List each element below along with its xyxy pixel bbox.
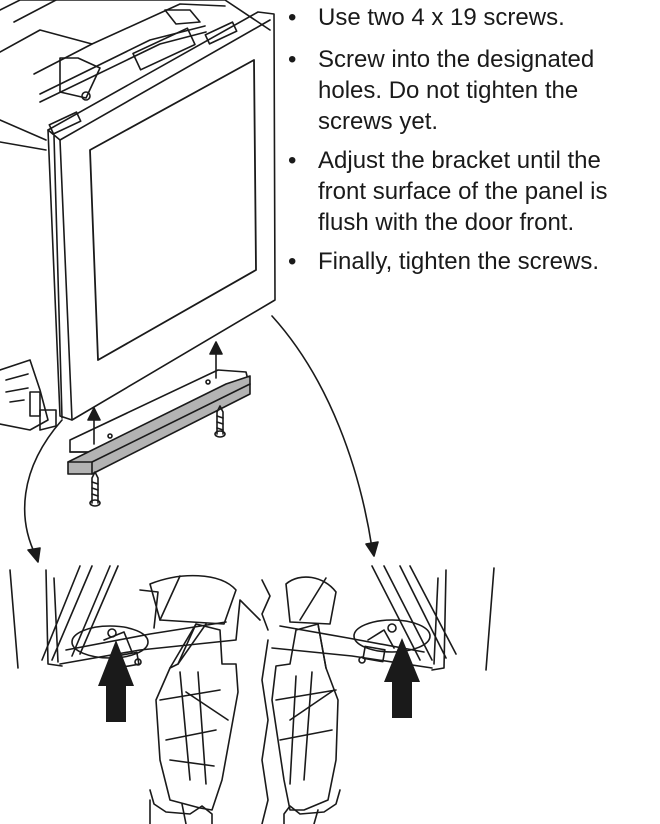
instruction-list: • Use two 4 x 19 screws. • Screw into th…	[284, 2, 654, 291]
bracket-arrow-rear	[209, 341, 223, 379]
instruction-item: • Screw into the designated holes. Do no…	[284, 44, 654, 137]
instruction-item: • Adjust the bracket until the front sur…	[284, 145, 654, 238]
screw-front	[89, 471, 101, 507]
bullet-marker: •	[288, 4, 297, 31]
screw-rear	[214, 405, 226, 438]
bullet-marker: •	[288, 248, 297, 275]
instruction-item: • Finally, tighten the screws.	[284, 246, 654, 277]
bracket-arrow-front	[87, 407, 101, 445]
detail-arrow-right	[384, 638, 420, 718]
leader-arrow-left	[23, 419, 63, 563]
instruction-item: • Use two 4 x 19 screws.	[284, 2, 654, 33]
instruction-text: Use two 4 x 19 screws.	[318, 4, 565, 31]
bullet-marker: •	[288, 46, 297, 73]
detail-arrow-left	[98, 640, 134, 722]
instruction-text: Finally, tighten the screws.	[318, 248, 600, 275]
appliance-cabinet	[0, 0, 271, 431]
detail-view-right	[261, 565, 495, 824]
door-panel	[47, 11, 276, 421]
detail-view-left	[9, 565, 261, 824]
leader-arrow-right	[271, 315, 379, 557]
instruction-text: Screw into the designated holes. Do not …	[318, 46, 595, 135]
bullet-marker: •	[288, 147, 297, 174]
mounting-bracket	[67, 369, 251, 475]
instruction-text: Adjust the bracket until the front surfa…	[318, 147, 608, 236]
